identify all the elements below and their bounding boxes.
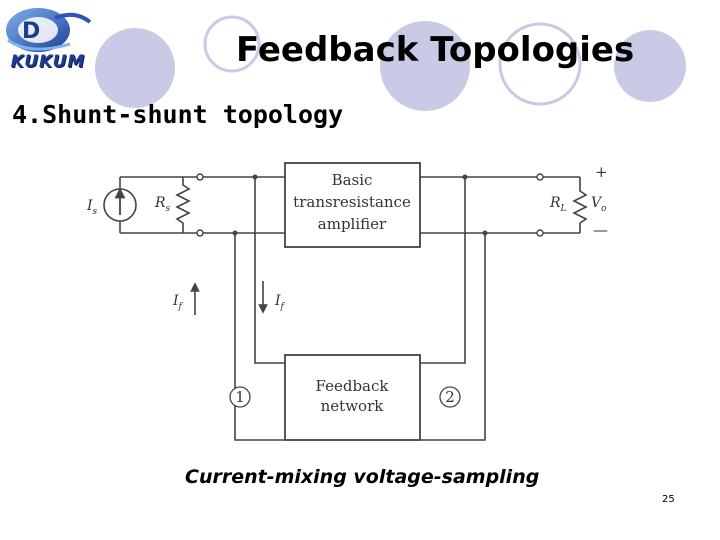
junction	[482, 230, 488, 236]
feedback-label-line: Feedback	[316, 377, 390, 395]
source-label: Is	[86, 198, 98, 217]
port2-circle	[439, 386, 461, 408]
deco-circle	[95, 28, 175, 108]
slide-title: Feedback Topologies	[236, 30, 635, 70]
deco-circle	[380, 21, 470, 111]
section-heading: 4.Shunt-shunt topology	[12, 100, 344, 129]
junction	[232, 230, 238, 236]
junction	[252, 174, 258, 180]
wire-feedback-left-top	[254, 177, 285, 364]
junction	[462, 174, 468, 180]
logo-text: KUKUM	[10, 52, 86, 72]
feedback-current-label-right: If	[274, 293, 286, 312]
shunt-shunt-circuit-diagram: Basic transresistance amplifier Feedback…	[86, 162, 608, 441]
output-minus-label: —	[593, 221, 608, 239]
wire-feedback-right-bottom	[420, 233, 486, 441]
feedback-label-line: network	[321, 397, 385, 415]
load-resistor-label: RL	[549, 195, 567, 214]
feedback-current-label-left: If	[172, 293, 184, 312]
wire-feedback-left-bottom	[234, 233, 285, 441]
port1-circle	[229, 386, 251, 408]
decorative-circles	[95, 15, 686, 111]
page-number: 25	[662, 494, 675, 505]
port1-label: 1	[235, 388, 245, 406]
wire-feedback-right-top	[420, 177, 466, 364]
feedback-network-block	[284, 354, 421, 441]
amplifier-label-line: amplifier	[318, 215, 387, 233]
output-voltage-label: Vo	[591, 195, 607, 214]
amplifier-label-line: Basic	[332, 171, 373, 189]
deco-circle	[614, 30, 686, 102]
output-plus-label: +	[595, 163, 608, 181]
diagram-caption: Current-mixing voltage-sampling	[185, 466, 540, 488]
port2-label: 2	[445, 388, 455, 406]
amplifier-label-line: transresistance	[293, 193, 411, 211]
amplifier-block	[284, 162, 421, 248]
source-resistor	[175, 177, 191, 233]
deco-circle	[203, 15, 261, 73]
deco-circle	[498, 22, 582, 106]
terminal	[536, 229, 544, 237]
terminal	[536, 173, 544, 181]
source-resistor-label: Rs	[154, 195, 171, 214]
kukum-logo: D KUKUM	[0, 0, 95, 78]
terminal	[196, 229, 204, 237]
svg-text:D: D	[22, 19, 40, 44]
load-resistor	[572, 177, 588, 233]
terminal	[196, 173, 204, 181]
logo-mark-icon: D	[6, 8, 92, 52]
